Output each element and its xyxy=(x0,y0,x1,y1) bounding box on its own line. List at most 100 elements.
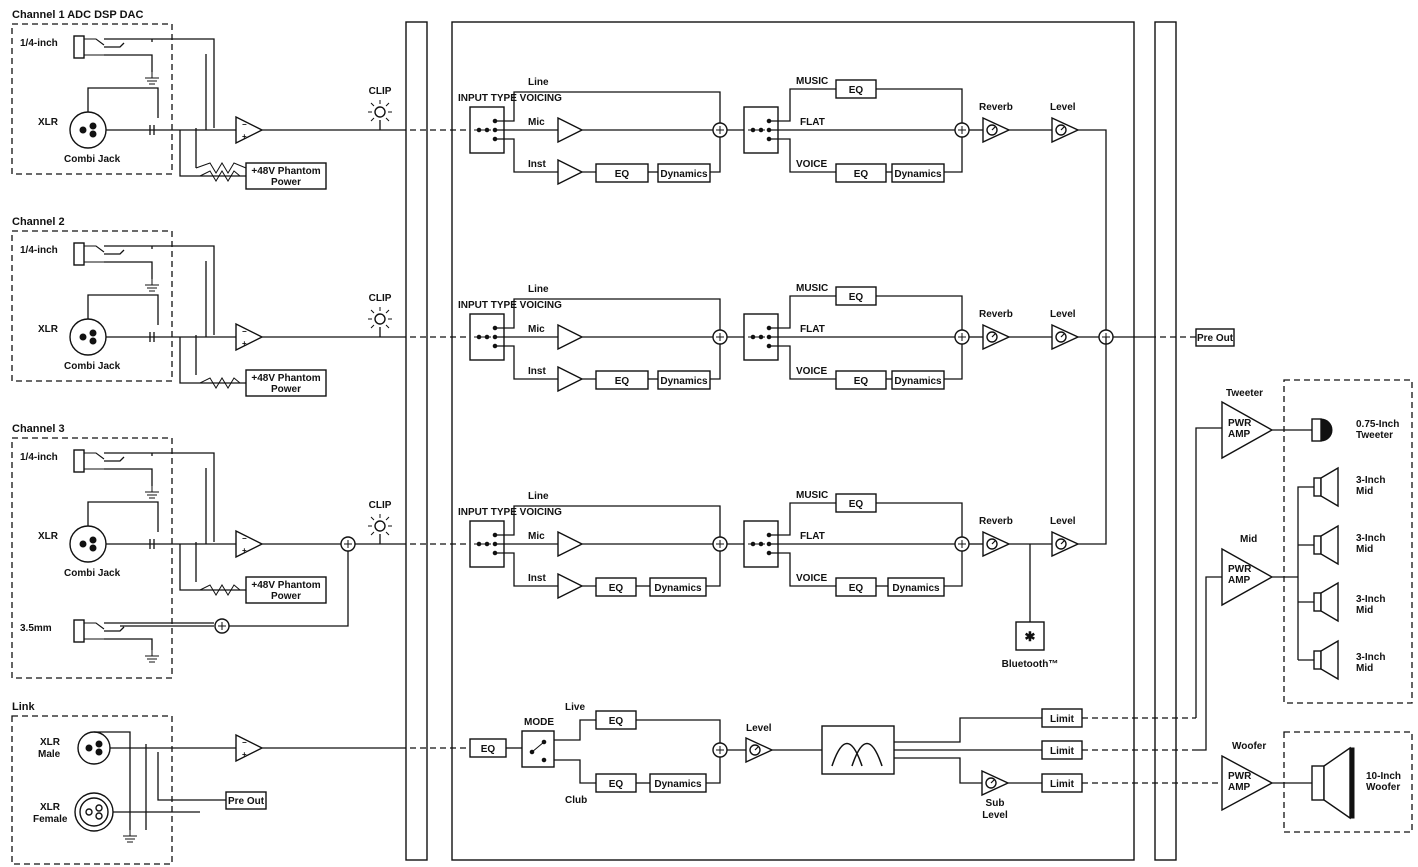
flat-label: FLAT xyxy=(800,324,825,335)
inst-label: Inst xyxy=(528,159,546,170)
link-box xyxy=(11,715,173,865)
amps-speakers: Tweeter PWR AMP Mid PWR AMP Woofer PWR A… xyxy=(1195,379,1413,833)
channel-3: Channel 3 1/4-inch XLR Combi Jack +48V P… xyxy=(11,423,470,679)
adc-bus xyxy=(405,21,428,861)
sum-icon xyxy=(712,329,728,345)
phantom-line-2: Power xyxy=(271,591,301,602)
mid-speaker-icon xyxy=(1313,535,1322,555)
sum-icon xyxy=(954,329,970,345)
mic-label: Mic xyxy=(528,324,545,335)
dynamics-box xyxy=(657,370,711,390)
mode-label: MODE xyxy=(524,717,554,728)
voice-dynamics-label: Dynamics xyxy=(892,583,940,594)
level-label: Level xyxy=(1050,102,1076,113)
channel-1: Channel 1 ADC DSP DAC 1/4-inch XLR Combi… xyxy=(11,9,470,190)
xlr-female-label-1: XLR xyxy=(40,802,61,813)
dynamics-box xyxy=(657,163,711,183)
input-type-label: INPUT TYPE VOICING xyxy=(458,300,562,311)
input-box xyxy=(11,230,173,382)
xlr-connector-icon xyxy=(69,318,107,356)
xlr-female-label-2: Female xyxy=(33,814,68,825)
music-label: MUSIC xyxy=(796,283,828,294)
mid-amp-label: Mid xyxy=(1240,534,1257,545)
mic-label: Mic xyxy=(528,531,545,542)
tweeter-text-2: Tweeter xyxy=(1356,430,1393,441)
inst-label: Inst xyxy=(528,573,546,584)
line-label: Line xyxy=(528,77,549,88)
xlr-label: XLR xyxy=(38,324,59,335)
music-eq-label: EQ xyxy=(849,292,864,303)
channel-2: Channel 2 1/4-inch XLR Combi Jack +48V P… xyxy=(11,216,470,397)
flat-label: FLAT xyxy=(800,531,825,542)
mid-text-1: 3-Inch xyxy=(1356,533,1385,544)
dsp-strip-1: INPUT TYPE VOICING Line Mic Inst EQ Dyna… xyxy=(458,76,1107,330)
voice-dynamics-box xyxy=(891,163,945,183)
link-section: Link XLR Male XLR Female Pre Out xyxy=(11,701,470,865)
xlr-male-label-1: XLR xyxy=(40,737,61,748)
woofer-box xyxy=(1283,731,1413,833)
dac-bus xyxy=(1154,21,1177,861)
xlr-connector-icon xyxy=(69,525,107,563)
voice-eq-box xyxy=(835,370,887,390)
pwr-label: PWR xyxy=(1228,771,1252,782)
link-pre-out-box xyxy=(225,791,267,810)
line-label: Line xyxy=(528,284,549,295)
voice-dynamics-label: Dynamics xyxy=(894,169,942,180)
xlr-male-icon xyxy=(77,731,111,765)
input-box xyxy=(11,437,173,679)
xlr-label: XLR xyxy=(38,117,59,128)
combi-jack-label: Combi Jack xyxy=(64,361,121,372)
quarter-inch-jack-icon xyxy=(73,35,105,59)
quarter-inch-jack-icon xyxy=(73,242,105,266)
music-label: MUSIC xyxy=(796,76,828,87)
clip-led-icon xyxy=(367,99,393,122)
phantom-line-1: +48V Phantom xyxy=(251,166,320,177)
ground-icon xyxy=(144,278,160,292)
club-dynamics-label: Dynamics xyxy=(654,779,702,790)
eq-label: EQ xyxy=(609,583,624,594)
phantom-line-2: Power xyxy=(271,384,301,395)
inst-label: Inst xyxy=(528,366,546,377)
tweeter-icon xyxy=(1311,418,1322,442)
mic-label: Mic xyxy=(528,117,545,128)
voice-dynamics-box xyxy=(891,370,945,390)
voice-label: VOICE xyxy=(796,159,827,170)
limit-label-3: Limit xyxy=(1050,779,1075,790)
level-label: Level xyxy=(1050,309,1076,320)
clip-label: CLIP xyxy=(369,86,392,97)
mid-speaker-icon xyxy=(1313,650,1322,670)
level-label: Level xyxy=(1050,516,1076,527)
phantom-power-box xyxy=(245,576,327,604)
phantom-line-1: +48V Phantom xyxy=(251,373,320,384)
combi-jack-label: Combi Jack xyxy=(64,154,121,165)
mid-text-1: 3-Inch xyxy=(1356,652,1385,663)
woofer-amp-icon xyxy=(1221,754,1274,812)
sum-icon xyxy=(954,536,970,552)
pre-out-label: Pre Out xyxy=(1197,333,1234,344)
amp-label: AMP xyxy=(1228,782,1251,793)
top-speakers-box xyxy=(1283,379,1413,704)
xlr-connector-icon xyxy=(69,111,107,149)
woofer-icon xyxy=(1311,765,1325,801)
reverb-label: Reverb xyxy=(979,309,1013,320)
mid-text-2: Mid xyxy=(1356,544,1373,555)
combi-jack-label: Combi Jack xyxy=(64,568,121,579)
dsp-strip-3: INPUT TYPE VOICING Line Mic Inst EQ Dyna… xyxy=(458,337,1107,670)
sum-icon xyxy=(214,618,230,634)
pre-out-box xyxy=(1195,328,1235,347)
sub-level-label: Level xyxy=(746,723,772,734)
live-eq-label: EQ xyxy=(609,716,624,727)
voice-dynamics-box xyxy=(887,577,945,597)
voice-label: VOICE xyxy=(796,366,827,377)
mid-speaker-icon xyxy=(1313,477,1322,497)
eq-label: EQ xyxy=(615,169,630,180)
amp-label: AMP xyxy=(1228,429,1251,440)
xlr-male-label-2: Male xyxy=(38,749,61,760)
eq-box xyxy=(595,370,649,390)
link-title: Link xyxy=(12,701,35,713)
mid-amp-icon xyxy=(1221,547,1274,607)
mid-text-2: Mid xyxy=(1356,605,1373,616)
channel-title: Channel 1 ADC DSP DAC xyxy=(12,9,143,21)
phantom-power-box xyxy=(245,369,327,397)
